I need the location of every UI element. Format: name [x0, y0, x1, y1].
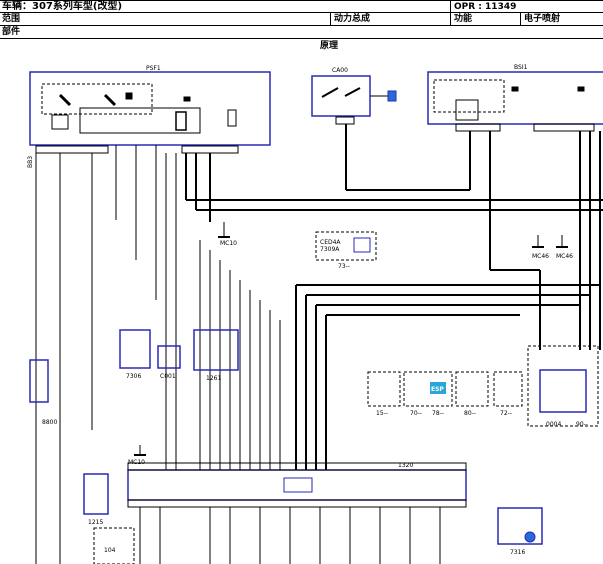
label-bsi1: BSI1 — [514, 64, 528, 71]
label-ref-90: 90-- — [576, 421, 588, 428]
label-8800: 8800 — [42, 419, 57, 426]
label-7306: 7306 — [126, 373, 141, 380]
header-row-vehicle: 车辆：307系列车型(改型) OPR : 11349 — [0, 0, 603, 13]
label-mc10-b: MC10 — [128, 459, 145, 466]
label-7316: 7316 — [510, 549, 525, 556]
label-ced4a-code: 7309A — [320, 246, 340, 253]
label-ca00: CA00 — [332, 67, 348, 74]
label-1261: 1261 — [206, 375, 221, 382]
label-ced4a: CED4A — [320, 239, 341, 246]
principle-label: 原理 — [320, 41, 339, 51]
psf1-box — [29, 71, 271, 146]
scope-label: 范围 — [2, 14, 21, 24]
label-ref-80: 80-- — [464, 410, 476, 417]
label-ref-78: 78-- — [432, 410, 444, 417]
header-table: 车辆：307系列车型(改型) OPR : 11349 范围 动力总成 功能 电子… — [0, 0, 603, 56]
header-row-scope: 范围 动力总成 功能 电子喷射 — [0, 13, 603, 26]
function-label: 功能 — [454, 14, 473, 24]
label-psf1: PSF1 — [146, 65, 161, 72]
label-1215: 1215 — [88, 519, 103, 526]
label-0004: 0004 — [546, 421, 561, 428]
scope-value: 动力总成 — [334, 14, 371, 24]
label-1320: 1320 — [398, 462, 413, 469]
function-value: 电子喷射 — [524, 14, 561, 24]
label-104: 104 — [104, 547, 116, 554]
label-mc46-a: MC46 — [532, 253, 549, 260]
label-ref-70: 70-- — [410, 410, 422, 417]
label-c001: C001 — [160, 373, 176, 380]
label-mc46-b: MC46 — [556, 253, 573, 260]
label-mc10-a: MC10 — [220, 240, 237, 247]
opr-number: OPR : 11349 — [454, 2, 517, 12]
esp-badge: ESP — [431, 386, 444, 393]
label-ref-72: 72-- — [500, 410, 512, 417]
vehicle-title: 车辆：307系列车型(改型) — [2, 1, 123, 12]
parts-label: 部件 — [2, 27, 21, 37]
label-ced4a-ref: 73-- — [338, 263, 350, 270]
label-bb3: BB3 — [27, 156, 34, 168]
header-row-parts: 部件 — [0, 26, 603, 39]
label-ref-15: 15-- — [376, 410, 388, 417]
